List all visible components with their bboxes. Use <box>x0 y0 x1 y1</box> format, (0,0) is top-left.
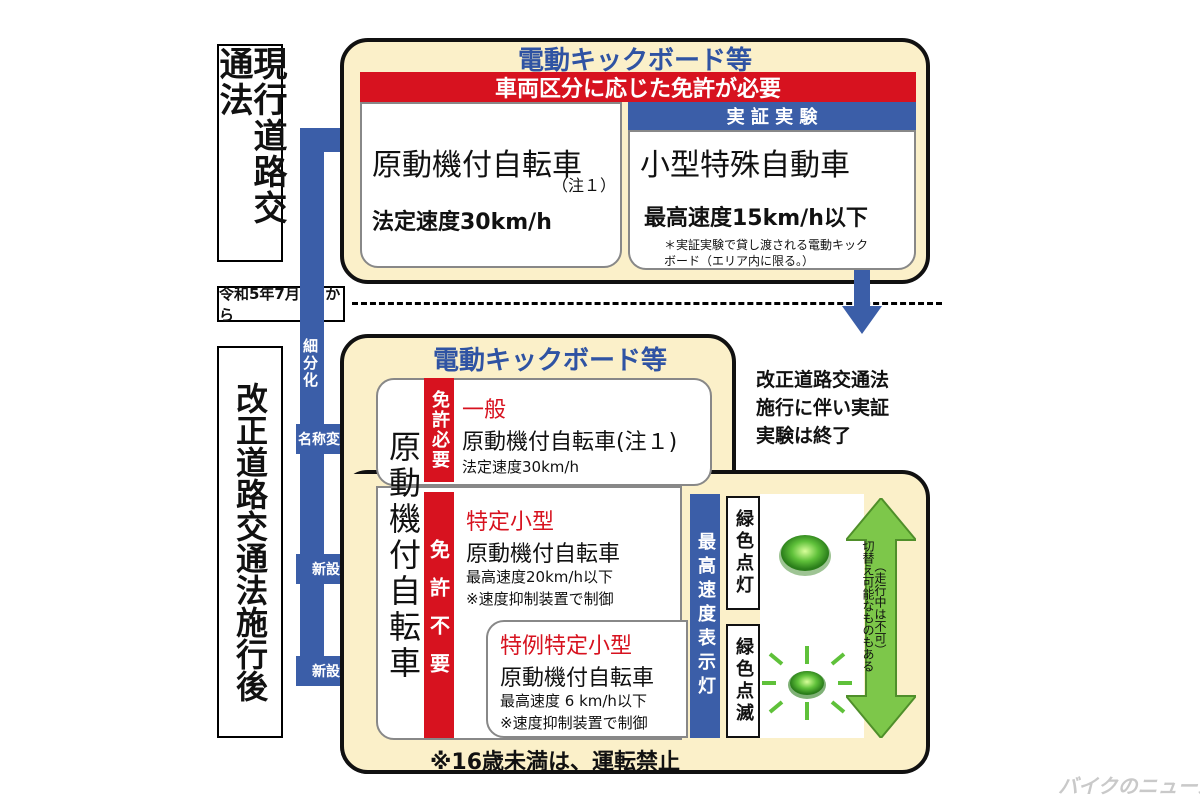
switch-note-2: （走行中は不可） <box>873 560 887 656</box>
switch-double-arrow <box>846 498 916 738</box>
special-specific-box <box>486 620 688 738</box>
special-specific-note: ※速度抑制装置で制御 <box>500 714 648 732</box>
special-specific-speed: 最高速度 6 km/h以下 <box>500 692 647 710</box>
small-special-speed: 最高速度15km/h以下 <box>644 206 868 231</box>
specific-small-name: 原動機付自転車 <box>466 542 621 567</box>
current-moped-name: 原動機付自転車 <box>372 148 582 183</box>
license-not-required-bar: 免許不要 <box>424 492 454 738</box>
current-panel-title: 電動キックボード等 <box>517 46 752 76</box>
green-blink-box: 緑色点滅 <box>726 624 760 738</box>
general-name: 原動機付自転車(注１) <box>462 430 678 455</box>
current-small-special-box <box>628 130 916 270</box>
small-special-note2: ボード（エリア内に限る。） <box>664 254 815 268</box>
max-speed-lamp-bar: 最高速度表示灯 <box>690 494 720 738</box>
special-specific-name: 原動機付自転車 <box>500 666 655 691</box>
green-on-lamp-icon <box>779 535 831 576</box>
date-label: 令和5年7月1日から <box>217 285 345 324</box>
trial-header: 実 証 実 験 <box>628 102 916 130</box>
green-blink-lamp-icon <box>762 646 852 720</box>
revised-panel-title: 電動キックボード等 <box>432 346 667 376</box>
general-speed: 法定速度30km/h <box>462 458 579 476</box>
subdivide-label: 細分化 <box>301 338 319 389</box>
trial-end-arrow-head <box>842 306 882 334</box>
specific-small-label: 特定小型 <box>466 510 555 535</box>
small-special-note1: ＊実証実験で貸し渡される電動キック <box>664 238 869 252</box>
trial-end-note: 改正道路交通法 施行に伴い実証 実験は終了 <box>756 369 890 447</box>
general-label: 一般 <box>462 398 507 423</box>
small-special-name: 小型特殊自動車 <box>640 148 850 183</box>
current-law-label-box: 現行道路交通法 <box>213 44 287 262</box>
specific-small-speed: 最高速度20km/h以下 <box>466 568 613 586</box>
age-restriction-note: ※16歳未満は、運転禁止 <box>430 750 681 775</box>
current-law-label: 現行道路交通法 <box>213 46 287 226</box>
trunk-arrow <box>300 128 324 684</box>
trial-end-arrow-shaft <box>854 270 870 310</box>
green-on-box: 緑色点灯 <box>726 496 760 610</box>
switch-note: 切替え可能なものもある <box>861 540 875 672</box>
current-moped-note: （注１） <box>552 176 617 195</box>
specific-small-note: ※速度抑制装置で制御 <box>466 590 614 608</box>
moped-category-vertical: 原動機付自転車 <box>384 430 422 682</box>
revised-law-label: 改正道路交通法施行後 <box>231 382 269 702</box>
revised-law-label-box: 改正道路交通法施行後 <box>217 346 283 738</box>
current-moped-speed: 法定速度30km/h <box>372 210 552 235</box>
special-specific-label: 特例特定小型 <box>500 634 633 659</box>
current-moped-box <box>360 102 622 268</box>
watermark: バイクのニュース <box>1058 774 1200 798</box>
divider-dashed-line <box>352 302 942 305</box>
license-required-bar: 免許必要 <box>424 378 454 482</box>
license-required-banner: 車両区分に応じた免許が必要 <box>360 72 916 102</box>
